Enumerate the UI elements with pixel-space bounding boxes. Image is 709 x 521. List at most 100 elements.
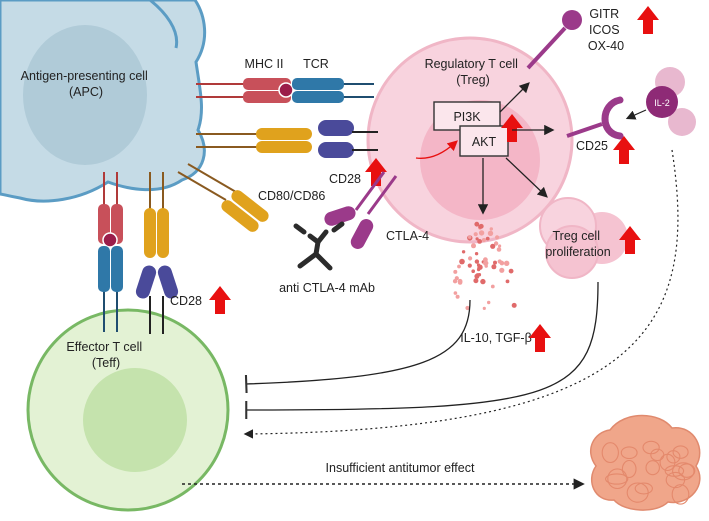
cytokine-dot xyxy=(475,237,479,241)
cytokine-dot xyxy=(473,278,479,284)
cytokine-dots xyxy=(452,221,517,311)
tcr-label: TCR xyxy=(303,57,329,71)
cytokine-dot xyxy=(471,269,476,274)
tumor-lobe xyxy=(678,463,696,478)
tumor-lobe xyxy=(601,442,619,464)
ctla4-receptor-icon xyxy=(324,171,398,249)
anti-ctla4-mab-icon xyxy=(293,221,345,271)
cytokine-dot xyxy=(493,241,499,246)
cytokine-dot xyxy=(504,260,510,266)
cytokine-dot xyxy=(453,291,458,295)
cd28-akt-arrow xyxy=(415,140,458,159)
akt-label: AKT xyxy=(472,135,497,149)
cd80-cd28-treg-complex xyxy=(196,120,378,158)
mhc-tcr-teff-complex xyxy=(98,172,123,332)
cd80-cd28-teff-complex xyxy=(135,172,179,334)
cytokine-dot xyxy=(505,279,510,284)
cd80-cd86-icon xyxy=(177,163,269,232)
tumor-lobe xyxy=(645,460,660,476)
cytokine-dot xyxy=(491,264,497,270)
cytokine-dot xyxy=(481,238,486,242)
gitr-receptor-icon xyxy=(526,10,582,70)
cytokine-dot xyxy=(487,230,494,236)
cytokine-dot xyxy=(474,252,479,256)
cd28-teff-up-arrow-icon xyxy=(209,286,231,314)
apc-label: Antigen-presenting cell (APC) xyxy=(21,69,152,99)
tumor-lobe xyxy=(605,473,629,485)
pi3k-label: PI3K xyxy=(453,110,481,124)
il10-up-arrow-icon xyxy=(529,324,551,352)
cytokine-dot xyxy=(480,278,486,285)
teff-cell xyxy=(26,308,230,512)
treg-inhibition-line xyxy=(245,281,599,420)
cytokine-dot xyxy=(453,269,458,274)
il2-label: IL-2 xyxy=(654,98,670,108)
cytokine-dot xyxy=(490,284,495,289)
cytokine-dot xyxy=(461,250,466,254)
gitr-up-arrow-icon xyxy=(637,6,659,34)
cytokine-dot xyxy=(477,264,483,270)
cytokine-dot xyxy=(457,278,463,284)
cd25-label: CD25 xyxy=(576,139,608,153)
anti-ctla4-label: anti CTLA-4 mAb xyxy=(279,281,375,295)
cytokine-dot xyxy=(467,263,472,268)
insufficient-label: Insufficient antitumor effect xyxy=(326,461,475,475)
cytokine-dot xyxy=(478,230,485,236)
cytokine-dot xyxy=(473,232,478,237)
tumor-lobe xyxy=(634,482,653,495)
treg-label: Regulatory T cell (Treg) xyxy=(425,57,522,87)
cd28-teff-label: CD28 xyxy=(170,294,202,308)
cd25-receptor-icon xyxy=(566,96,624,140)
tumor-lobe xyxy=(650,448,665,462)
mhc-label: MHC II xyxy=(245,57,284,71)
cytokine-dot xyxy=(474,259,480,264)
tumor-lobe xyxy=(672,462,695,481)
cytokine-dot xyxy=(468,256,473,261)
cytokine-dot xyxy=(468,235,472,239)
il2-cd25-arrow xyxy=(625,109,647,120)
gitr-label: GITR ICOS OX-40 xyxy=(588,7,624,53)
cytokine-dot xyxy=(465,305,470,311)
cytokine-dot xyxy=(490,243,496,249)
cytokine-dot xyxy=(499,267,505,273)
cytokine-dot xyxy=(499,260,505,266)
tumor-lobe xyxy=(672,445,689,459)
cytokine-dot xyxy=(471,243,476,249)
apc-cell xyxy=(0,0,207,203)
treg-prolif-label: Treg cell proliferation xyxy=(545,229,610,259)
il2-molecule-icon xyxy=(646,67,696,136)
treg-proliferation-icon xyxy=(539,197,628,279)
cytokine-inhibition-line xyxy=(244,299,471,394)
il10-label: IL-10, TGF-β xyxy=(460,331,532,345)
cd80-label: CD80/CD86 xyxy=(258,189,325,203)
tumor-lobe xyxy=(621,459,637,479)
il2-consumption-line xyxy=(243,149,679,439)
cytokine-dot xyxy=(498,244,502,248)
cytokine-dot xyxy=(482,306,486,310)
cytokine-dot xyxy=(483,260,489,266)
cytokine-dot xyxy=(495,235,500,240)
tumor-icon xyxy=(590,414,701,511)
mhc-tcr-complex xyxy=(196,78,374,103)
cytokine-dot xyxy=(493,260,497,265)
cytokine-dot xyxy=(455,294,460,299)
tumor-lobe xyxy=(665,471,686,489)
cytokine-dot xyxy=(478,224,483,229)
akt-gitr-arrow xyxy=(499,82,530,113)
tumor-lobe xyxy=(671,484,690,505)
cd25-up-arrow-icon xyxy=(613,136,635,164)
cd28-treg-label: CD28 xyxy=(329,172,361,186)
cytokine-dot xyxy=(485,236,490,241)
cytokine-dot xyxy=(511,302,517,308)
cytokine-dot xyxy=(477,239,482,244)
cytokine-dot xyxy=(508,268,514,274)
akt-box xyxy=(459,125,509,157)
akt-prolif-arrow xyxy=(505,157,548,198)
cytokine-dot xyxy=(477,273,482,277)
cytokine-dot xyxy=(487,300,491,305)
cytokine-dot xyxy=(459,258,465,265)
cytokine-dot xyxy=(496,247,502,252)
cytokine-dot xyxy=(457,264,461,269)
